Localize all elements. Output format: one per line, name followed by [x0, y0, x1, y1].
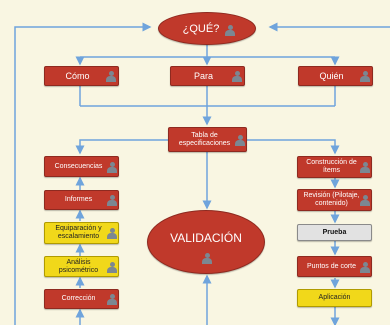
node-aplicacion: Aplicación	[297, 289, 372, 307]
node-puntos: Puntos de corte	[297, 256, 372, 277]
person-icon	[107, 262, 117, 273]
person-icon	[107, 294, 117, 305]
person-icon	[225, 25, 235, 36]
connector-tabla-right	[247, 139, 340, 155]
person-icon	[360, 195, 370, 206]
person-icon	[232, 71, 242, 82]
person-icon	[360, 162, 370, 173]
node-revision-label: Revisión (Pilotaje, contenido)	[303, 192, 360, 207]
person-icon	[107, 195, 117, 206]
node-que-label: ¿QUÉ?	[182, 22, 220, 35]
node-analisis: Análisis psicométrico	[44, 256, 119, 277]
node-quien: Quién	[298, 66, 373, 86]
node-consecuencias: Consecuencias	[44, 156, 119, 177]
person-icon	[360, 71, 370, 82]
node-prueba: Prueba	[297, 224, 372, 241]
node-para-label: Para	[193, 71, 213, 81]
node-como-label: Cómo	[65, 71, 90, 81]
node-construccion-label: Construcción de ítems	[306, 159, 357, 174]
node-como: Cómo	[44, 66, 119, 86]
node-informes-label: Informes	[64, 196, 93, 203]
node-aplicacion-label: Aplicación	[318, 294, 351, 301]
person-icon	[107, 162, 117, 173]
person-icon	[106, 71, 116, 82]
node-validacion: VALIDACIÓN	[147, 210, 265, 274]
node-equiparacion: Equiparación y escalamiento	[44, 222, 119, 244]
person-icon	[235, 135, 245, 146]
connector-tabla-left	[75, 139, 168, 155]
node-para: Para	[170, 66, 245, 86]
node-revision: Revisión (Pilotaje, contenido)	[297, 189, 372, 211]
node-prueba-label: Prueba	[322, 228, 347, 236]
person-icon	[360, 262, 370, 273]
node-quien-label: Quién	[319, 71, 344, 81]
connector-left-loop	[14, 22, 152, 325]
node-que: ¿QUÉ?	[158, 12, 256, 45]
node-consecuencias-label: Consecuencias	[54, 162, 103, 170]
node-correccion: Corrección	[44, 289, 119, 309]
person-icon	[202, 253, 212, 264]
node-puntos-label: Puntos de corte	[306, 262, 357, 270]
node-validacion-label: VALIDACIÓN	[170, 231, 242, 245]
node-construccion: Construcción de ítems	[297, 156, 372, 178]
person-icon	[107, 228, 117, 239]
node-tabla: Tabla de especificaciones	[168, 127, 247, 152]
node-correccion-label: Corrección	[61, 295, 96, 302]
node-analisis-label: Análisis psicométrico	[58, 258, 99, 274]
node-equiparacion-label: Equiparación y escalamiento	[55, 225, 102, 240]
node-tabla-label: Tabla de especificaciones	[178, 131, 231, 147]
node-informes: Informes	[44, 190, 119, 210]
